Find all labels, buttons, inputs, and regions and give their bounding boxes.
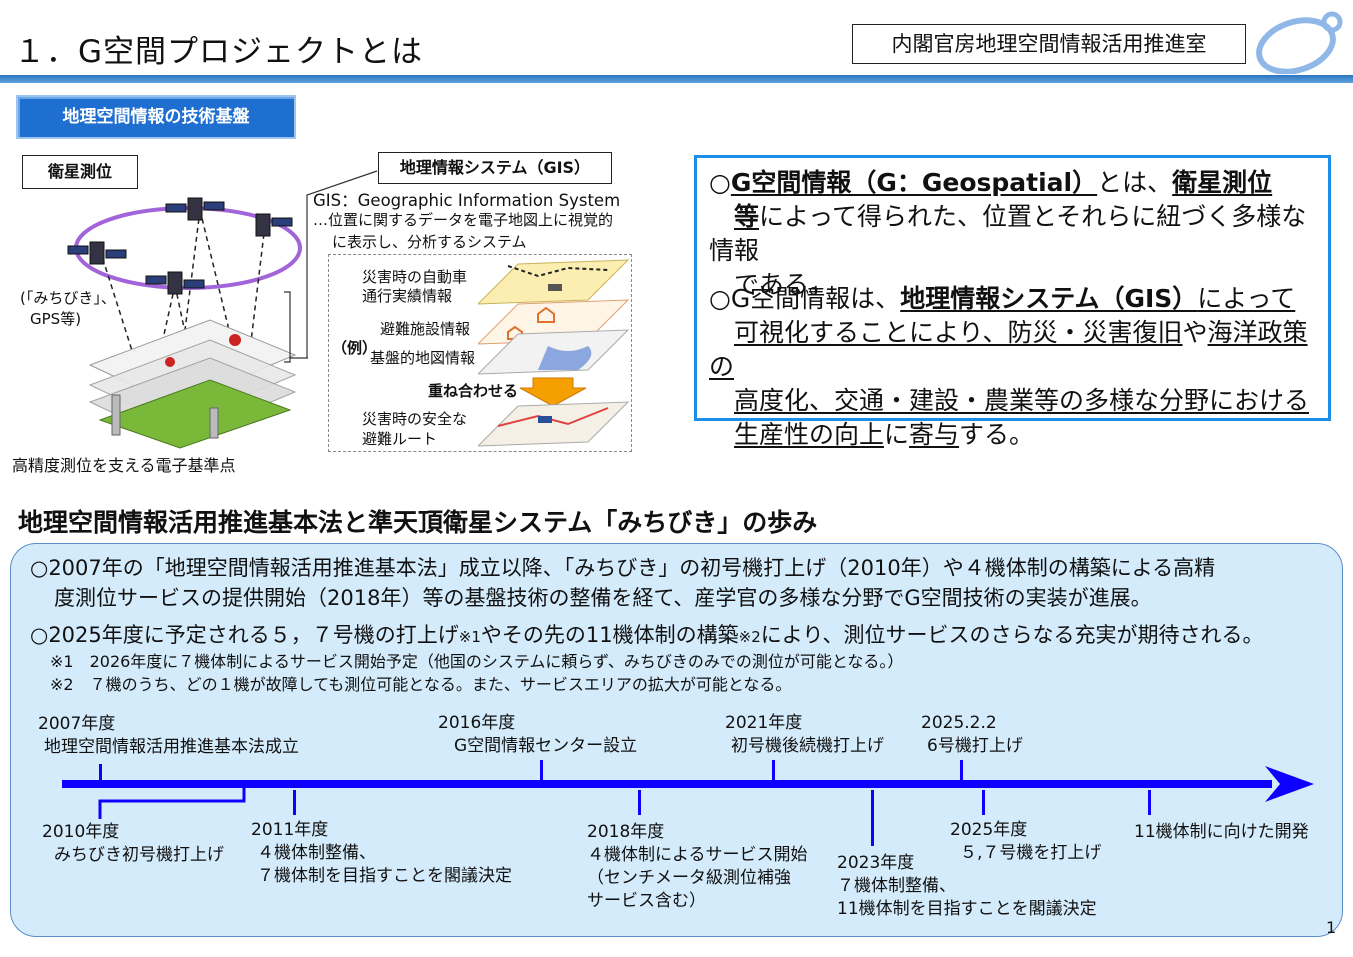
- event-2025-2-2-date: 2025.2.2: [921, 713, 997, 733]
- bracket-line: [284, 291, 308, 363]
- tick-2011: [293, 790, 296, 815]
- example-label: （例）: [332, 339, 378, 357]
- layer-shelter-label: 避難施設情報: [380, 320, 471, 338]
- footnote-2: ※2 ７機のうち、どの１機が故障しても測位可能となる。また、サービスエリアの拡大…: [50, 675, 792, 694]
- overlay-label: 重ね合わせる: [428, 382, 519, 400]
- gis-desc-1: GIS：Geographic Information System: [313, 191, 621, 210]
- timeline-arrow: [62, 766, 1314, 802]
- tech-foundation-tag: 地理空間情報の技術基盤: [18, 97, 294, 137]
- tick-2018: [638, 790, 641, 815]
- event-2011-date: 2011年度: [251, 820, 329, 840]
- gis-layers-illustration: [478, 259, 630, 447]
- event-2016-date: 2016年度: [438, 713, 516, 733]
- tick-2025-2-2: [960, 760, 963, 780]
- satellite-label: 衛星測位: [22, 155, 138, 189]
- event-11-satellites-text: 11機体制に向けた開発: [1134, 822, 1309, 842]
- gis-desc-3: に表示し、分析するシステム: [332, 233, 527, 251]
- page-title: １．G空間プロジェクトとは: [14, 34, 424, 70]
- tick-11-satellites: [1148, 790, 1151, 815]
- tick-2016: [540, 760, 543, 780]
- event-2016-text: G空間情報センター設立: [454, 736, 638, 756]
- footnote-1: ※1 2026年度に７機体制によるサービス開始予定（他国のシステムに頼らず、みち…: [50, 652, 904, 671]
- tick-2010: [98, 785, 246, 819]
- panel-paragraph-1a: ○2007年の「地理空間情報活用推進基本法」成立以降、「みちびき」の初号機打上げ…: [30, 556, 1216, 580]
- layer-traffic-label-2: 通行実績情報: [362, 287, 453, 305]
- gis-label: 地理情報システム（GIS）: [378, 152, 612, 184]
- event-2021-date: 2021年度: [725, 713, 803, 733]
- section-title: 地理空間情報活用推進基本法と準天頂衛星システム「みちびき」の歩み: [18, 508, 818, 537]
- event-2010-date: 2010年度: [42, 822, 120, 842]
- event-2011-text: ４機体制整備、 ７機体制を目指すことを閣議決定: [257, 843, 512, 886]
- tick-2021: [772, 760, 775, 780]
- satellite-illustration: [67, 197, 302, 449]
- office-name-box: 内閣官房地理空間情報活用推進室: [852, 24, 1246, 64]
- event-2007-text: 地理空間情報活用推進基本法成立: [44, 737, 299, 757]
- gis-desc-2: …位置に関するデータを電子地図上に視覚的: [313, 211, 614, 229]
- page-number: 1: [1326, 918, 1337, 937]
- michibiki-note-1: (「みちびき」、: [20, 289, 116, 307]
- event-2025-2-2-text: 6号機打上げ: [927, 736, 1023, 756]
- michibiki-note-2: GPS等): [30, 310, 82, 328]
- definition-paragraph-1: ○G空間情報（G：Geospatial）とは、衛星測位 等によって得られた、位置…: [709, 168, 1307, 299]
- panel-paragraph-1b: 度測位サービスの提供開始（2018年）等の基盤技術の整備を経て、産学官の多様な分…: [54, 586, 1152, 610]
- result-label-1: 災害時の安全な: [362, 410, 468, 428]
- event-2025-text: ５,７号機を打上げ: [960, 843, 1102, 863]
- event-2023-text: ７機体制整備、 11機体制を目指すことを閣議決定: [837, 876, 1097, 919]
- event-2021-text: 初号機後続機打上げ: [731, 736, 884, 756]
- logo-ring-icon: [1256, 11, 1343, 74]
- tick-2007: [99, 764, 102, 780]
- definition-box: ○G空間情報（G：Geospatial）とは、衛星測位 等によって得られた、位置…: [694, 155, 1331, 449]
- result-label-2: 避難ルート: [362, 430, 438, 448]
- event-2018-text: ４機体制によるサービス開始 （センチメータ級測位補強 サービス含む）: [587, 845, 808, 911]
- event-2018-date: 2018年度: [587, 822, 665, 842]
- connector-line: [306, 170, 378, 358]
- definition-paragraph-2: ○G空間情報は、地理情報システム（GIS）によって 可視化することにより、防災・…: [709, 284, 1310, 449]
- event-2007-date: 2007年度: [38, 714, 116, 734]
- event-2010-text: みちびき初号機打上げ: [54, 845, 224, 865]
- reference-points-caption: 高精度測位を支える電子基準点: [12, 456, 236, 475]
- panel-paragraph-2: ○2025年度に予定される５，７号機の打上げ※1やその先の11機体制の構築※2に…: [30, 623, 1264, 647]
- layer-basemap-label: 基盤的地図情報: [370, 349, 476, 367]
- tick-2023: [871, 790, 874, 846]
- history-panel: [10, 543, 1343, 937]
- tick-2025: [982, 790, 985, 815]
- layer-traffic-label-1: 災害時の自動車: [362, 268, 468, 286]
- header-divider: [0, 75, 1353, 83]
- gis-example-box: [328, 254, 632, 452]
- event-2023-date: 2023年度: [837, 853, 915, 873]
- event-2025-date: 2025年度: [950, 820, 1028, 840]
